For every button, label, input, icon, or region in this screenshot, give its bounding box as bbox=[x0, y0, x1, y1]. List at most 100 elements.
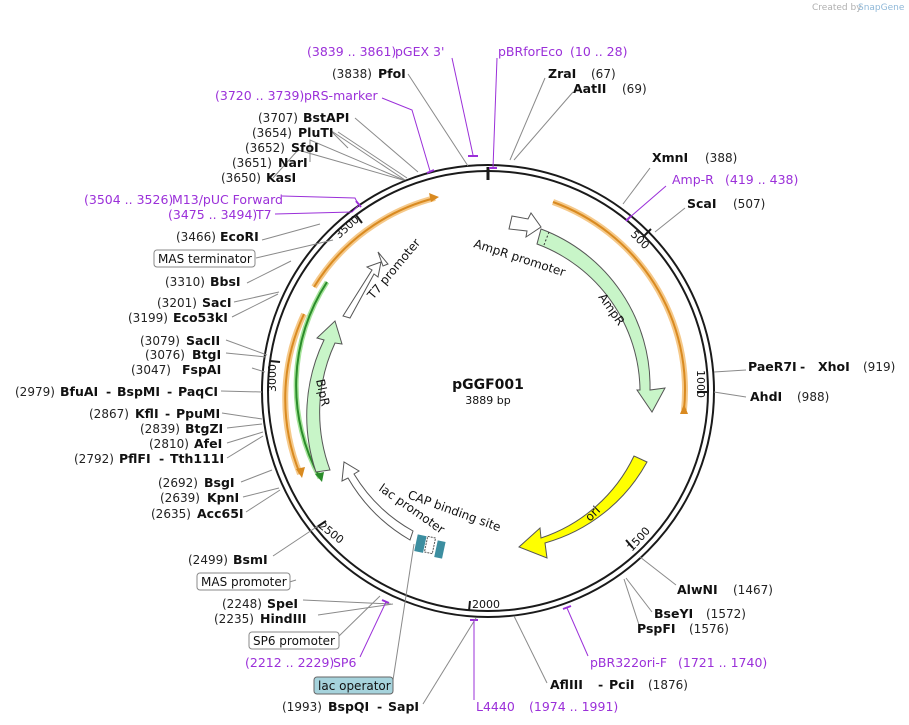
site-btgzi-pos: (2839) bbox=[140, 422, 180, 436]
site-paqci-name: PaqCI bbox=[178, 384, 218, 399]
primer-l4440-range: (1974 .. 1991) bbox=[529, 699, 618, 714]
leader-bstapi bbox=[354, 117, 419, 173]
leader-m13 bbox=[281, 195, 359, 205]
leader-pgex bbox=[451, 57, 474, 156]
site-sfoi-pos: (3652) bbox=[245, 141, 285, 155]
site-pspfi-name: PspFI bbox=[637, 621, 676, 636]
site-pcii-name: PciI bbox=[609, 677, 635, 692]
leader-eco53ki bbox=[231, 293, 279, 318]
site-acc65i-name: Acc65I bbox=[197, 506, 244, 521]
site-scai-pos: (507) bbox=[733, 197, 765, 211]
plasmid-name: pGGF001 bbox=[452, 377, 524, 393]
site-afei-pos: (2810) bbox=[149, 437, 189, 451]
site-paer7i-name: PaeR7I bbox=[748, 359, 797, 374]
site-paer7i-sep: - bbox=[800, 359, 805, 374]
leader-kasi bbox=[272, 149, 404, 181]
leader-mas-terminator bbox=[255, 239, 334, 259]
primer-t7-name: T7 bbox=[255, 207, 272, 222]
tick-3000: 3000 bbox=[266, 364, 279, 392]
orange-arcs bbox=[282, 193, 688, 478]
site-bstapi-pos: (3707) bbox=[258, 111, 298, 125]
credit-prefix: Created by bbox=[812, 3, 862, 13]
primer-pbrforeco-range: (10 .. 28) bbox=[570, 44, 627, 59]
primer-prs-name: pRS-marker bbox=[304, 88, 379, 103]
blpr-orange-arrowhead bbox=[296, 467, 305, 478]
t7-orange-arc bbox=[313, 197, 436, 288]
tick-2000-mark bbox=[468, 600, 471, 612]
site-afei-name: AfeI bbox=[194, 436, 222, 451]
site-xhoi-name: XhoI bbox=[818, 359, 850, 374]
ampr-arrow bbox=[536, 228, 666, 413]
leader-sfoi bbox=[329, 129, 406, 181]
site-sacii-name: SacII bbox=[186, 333, 220, 348]
tick-500-mark bbox=[642, 228, 652, 238]
site-pluti-pos: (3654) bbox=[252, 126, 292, 140]
site-alwni-name: AlwNI bbox=[677, 582, 718, 597]
leader-ampr-primer bbox=[628, 185, 667, 219]
site-bfuai-sep: - bbox=[106, 384, 111, 399]
site-alwni-pos: (1467) bbox=[733, 583, 773, 597]
blpr-green-arrowhead bbox=[315, 472, 324, 482]
primer-leader-lines bbox=[274, 57, 667, 700]
site-bbsi-name: BbsI bbox=[210, 274, 241, 289]
site-eco53ki-name: Eco53kI bbox=[173, 310, 228, 325]
primer-pgex-name: pGEX 3' bbox=[395, 44, 444, 59]
site-nari-name: NarI bbox=[278, 155, 308, 170]
site-btgzi-name: BtgZI bbox=[185, 421, 223, 436]
lac-operator-frame bbox=[313, 676, 394, 695]
leader-kfli bbox=[221, 412, 263, 420]
prs-mark bbox=[426, 169, 435, 174]
primer-l4440-name: L4440 bbox=[476, 699, 515, 714]
site-nari-pos: (3651) bbox=[232, 156, 272, 170]
tick-2500-mark bbox=[316, 520, 327, 528]
site-kfli-name: KflI bbox=[135, 406, 159, 421]
site-bseyi-pos: (1572) bbox=[706, 607, 746, 621]
site-bspqi-name: BspQI bbox=[328, 699, 369, 714]
site-spei-pos: (2248) bbox=[222, 597, 262, 611]
mas-terminator-label: MAS terminator bbox=[158, 252, 252, 266]
site-fspai-name: FspAI bbox=[182, 362, 221, 377]
leader-bfuai bbox=[220, 390, 263, 393]
site-kasi-name: KasI bbox=[266, 170, 296, 185]
site-zrai-pos: (67) bbox=[591, 67, 616, 81]
site-afliii-name: AflIII bbox=[550, 677, 583, 692]
site-pflfi-pos: (2792) bbox=[74, 452, 114, 466]
site-afliii-pos: (1876) bbox=[648, 678, 688, 692]
leader-ahdi bbox=[713, 391, 747, 398]
cap-site-block bbox=[423, 535, 437, 555]
lac-operator-label: lac operator bbox=[318, 679, 391, 693]
leader-pbrforeco bbox=[492, 57, 498, 169]
snapgene-logo: SnapGene bbox=[858, 3, 905, 13]
site-aatii-name: AatII bbox=[573, 81, 606, 96]
leader-ecori bbox=[261, 223, 321, 241]
site-bspqi-sep: - bbox=[377, 699, 382, 714]
site-bsmi-pos: (2499) bbox=[188, 553, 228, 567]
lac-promoter-arrow bbox=[341, 461, 414, 541]
site-aatii-pos: (69) bbox=[622, 82, 647, 96]
site-bspqi-pos: (1993) bbox=[282, 700, 322, 714]
site-bsgi-pos: (2692) bbox=[158, 476, 198, 490]
site-ppumi-name: PpuMI bbox=[176, 406, 220, 421]
site-bstapi-name: BstAPI bbox=[303, 110, 349, 125]
backbone-outer bbox=[261, 164, 715, 618]
site-pfoi-pos: (3838) bbox=[332, 67, 372, 81]
leader-btgzi bbox=[226, 423, 263, 429]
leader-scai bbox=[654, 207, 686, 233]
leader-bbsi bbox=[246, 260, 292, 284]
tick-3500-mark bbox=[355, 214, 363, 224]
leader-bsgi bbox=[240, 469, 273, 483]
mas-promoter-box: MAS promoter bbox=[196, 572, 291, 591]
mas-terminator-frame bbox=[153, 249, 256, 268]
primer-pbr322-name: pBR322ori-F bbox=[590, 655, 667, 670]
sp6-promoter-frame bbox=[248, 631, 340, 650]
ori-arrow bbox=[518, 455, 648, 559]
leader-afliii bbox=[513, 615, 548, 684]
site-kasi-pos: (3650) bbox=[221, 171, 261, 185]
lac-operator-blocks bbox=[414, 534, 446, 559]
leader-sp6-promoter bbox=[336, 595, 381, 639]
site-sapi-name: SapI bbox=[388, 699, 419, 714]
site-btgi-name: BtgI bbox=[192, 347, 221, 362]
mas-promoter-frame bbox=[196, 572, 291, 591]
ampr-promoter-arrow bbox=[508, 212, 542, 239]
